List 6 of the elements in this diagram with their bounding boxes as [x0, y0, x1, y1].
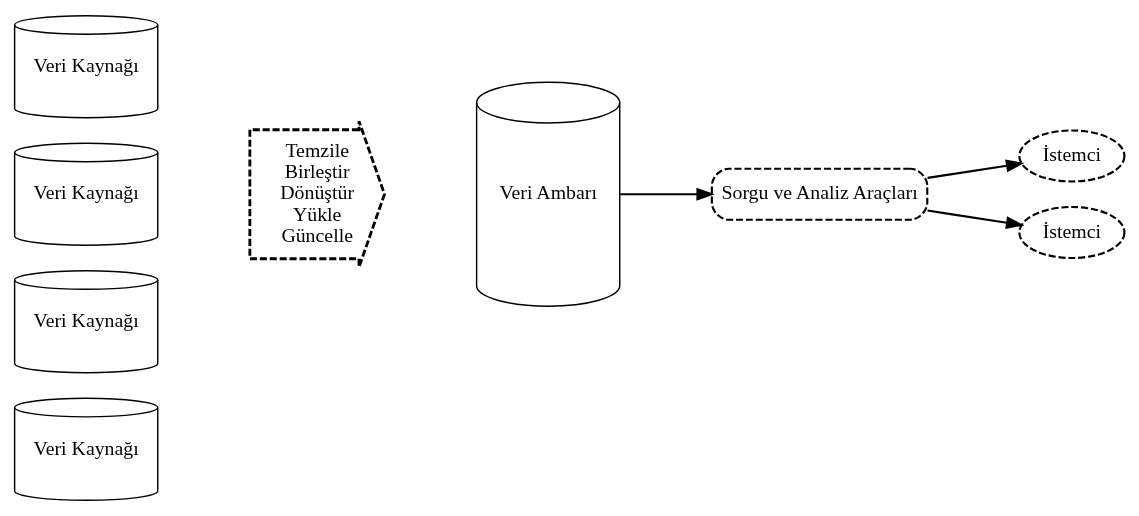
node-ellipse: İstemci [1018, 205, 1126, 260]
arrow [927, 209, 1025, 229]
arrow [620, 187, 715, 201]
node-ellipse: İstemci [1018, 129, 1126, 183]
node-box: Sorgu ve Analiz Araçları [710, 167, 929, 221]
arrow [927, 159, 1025, 179]
